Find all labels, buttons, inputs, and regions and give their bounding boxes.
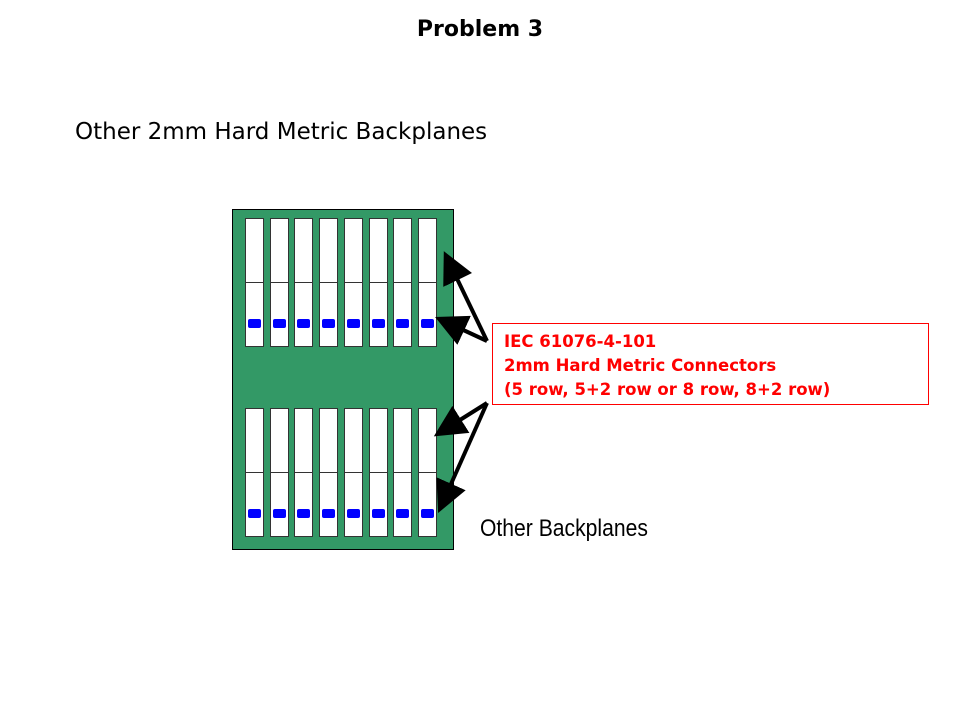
slot-divider: [270, 282, 288, 283]
slot-divider: [369, 282, 387, 283]
connector-slot: [343, 408, 363, 537]
connector-pin: [420, 319, 434, 328]
connector-slot: [294, 218, 314, 347]
connector-pin: [420, 509, 434, 518]
connector-slot: [417, 218, 437, 347]
connector-pin: [322, 319, 336, 328]
slot-divider: [394, 282, 412, 283]
slot-divider: [295, 282, 313, 283]
connector-pin: [396, 319, 410, 328]
slot-divider: [295, 472, 313, 473]
connector-pin: [248, 509, 261, 518]
connector-slot: [319, 218, 339, 347]
slot-divider: [270, 472, 288, 473]
connector-pin: [396, 509, 410, 518]
slot-divider: [320, 282, 338, 283]
page-title: Problem 3: [416, 17, 544, 42]
callout-row-options: (5 row, 5+2 row or 8 row, 8+2 row): [504, 380, 831, 399]
backplane-board: [232, 209, 454, 550]
page-subtitle: Other 2mm Hard Metric Backplanes: [75, 119, 488, 145]
slot-divider: [246, 282, 263, 283]
connector-slot: [269, 218, 289, 347]
slot-divider: [418, 282, 436, 283]
slot-divider: [344, 472, 362, 473]
arrow-top-upper: [443, 251, 489, 342]
connector-pin: [346, 509, 360, 518]
connector-slot: [269, 408, 289, 537]
arrow-bottom-upper: [433, 401, 489, 437]
connector-callout: IEC 61076-4-101 2mm Hard Metric Connecto…: [492, 323, 929, 405]
arrow-bottom-lower: [436, 402, 489, 513]
connector-pin: [297, 509, 311, 518]
connector-pin: [272, 509, 286, 518]
connector-pin: [346, 319, 360, 328]
connector-pin: [371, 319, 385, 328]
slot-divider: [246, 472, 263, 473]
arrow-top-lower: [435, 315, 488, 345]
slot-divider: [344, 282, 362, 283]
connector-pin: [322, 509, 336, 518]
connector-slot: [294, 408, 314, 537]
slot-divider: [320, 472, 338, 473]
connector-slot: [245, 408, 264, 537]
slot-divider: [394, 472, 412, 473]
connector-pin: [371, 509, 385, 518]
connector-slot: [368, 408, 388, 537]
connector-slot: [368, 218, 388, 347]
slot-divider: [369, 472, 387, 473]
callout-standard: IEC 61076-4-101: [504, 332, 657, 351]
connector-pin: [297, 319, 311, 328]
connector-slot: [245, 218, 264, 347]
connector-pin: [272, 319, 286, 328]
connector-slot: [393, 218, 413, 347]
slot-divider: [418, 472, 436, 473]
connector-slot: [393, 408, 413, 537]
backplanes-caption: Other Backplanes: [480, 515, 648, 542]
callout-connector-type: 2mm Hard Metric Connectors: [504, 356, 777, 375]
connector-slot: [343, 218, 363, 347]
connector-pin: [248, 319, 261, 328]
connector-slot: [417, 408, 437, 537]
connector-slot: [319, 408, 339, 537]
